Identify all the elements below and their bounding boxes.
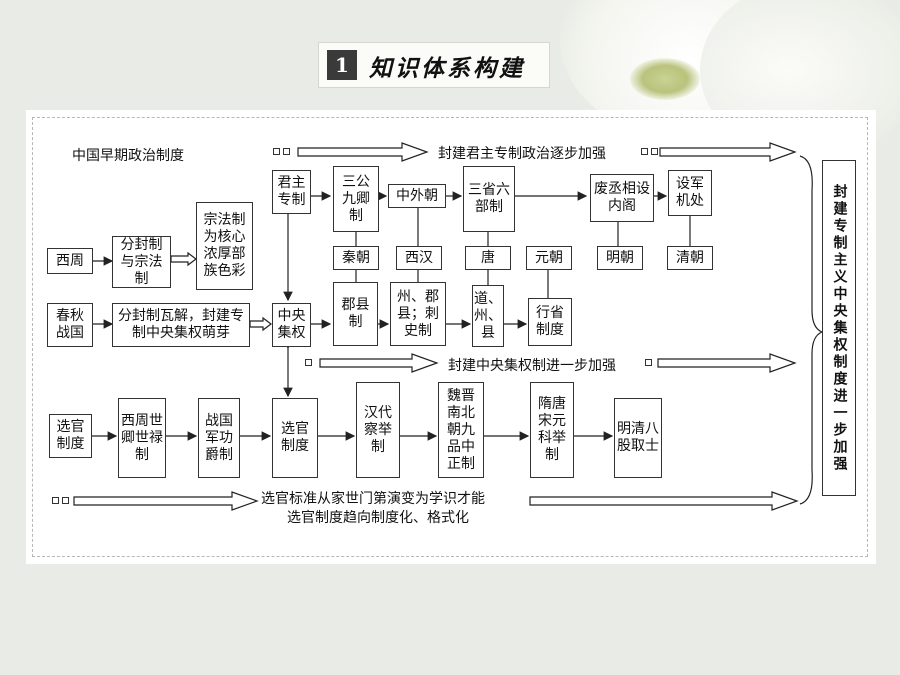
box-dynasty-xihan: 西汉 — [396, 246, 442, 270]
box-fenfeng-wajie: 分封制瓦解，封建专制中央集权萌芽 — [112, 303, 250, 347]
square-marker — [641, 148, 648, 155]
square-marker — [52, 497, 59, 504]
section-title: 知识体系构建 — [369, 55, 525, 82]
early-politics-title: 中国早期政治制度 — [72, 148, 184, 164]
box-xuanguan-zhidu: 选官制度 — [49, 414, 92, 458]
box-xingsheng: 行省制度 — [528, 298, 572, 346]
square-marker — [62, 497, 69, 504]
box-zhongyang-jiquan: 中央集权 — [272, 303, 311, 347]
middle-hollow-arrow — [319, 353, 439, 373]
square-marker — [273, 148, 280, 155]
top-arrow-label: 封建君主专制政治逐步加强 — [438, 146, 606, 162]
box-dynasty-qin: 秦朝 — [333, 246, 379, 270]
box-dynasty-yuan: 元朝 — [526, 246, 572, 270]
box-feicheng-neige: 废丞相设内阁 — [590, 174, 654, 222]
box-keju: 隋唐宋元科举制 — [530, 382, 574, 478]
diagram-border — [32, 117, 868, 557]
background-flower-center — [630, 58, 700, 100]
box-junxianzhi: 郡县制 — [333, 282, 378, 346]
box-bagu: 明清八股取士 — [614, 398, 662, 478]
box-xizhou: 西周 — [47, 248, 93, 274]
square-marker — [305, 359, 312, 366]
bottom-arrow-label-1: 选官标准从家世门第演变为学识才能 — [261, 491, 485, 507]
box-sansheng-liubu: 三省六部制 — [463, 166, 515, 232]
section-number: 1 — [327, 50, 357, 80]
middle-hollow-arrow-right — [657, 353, 797, 373]
square-marker — [645, 359, 652, 366]
square-marker — [651, 148, 658, 155]
box-dao-zhou-xian: 道、州、县 — [472, 285, 504, 347]
box-conclusion: 封建专制主义中央集权制度进一步加强 — [822, 160, 856, 496]
box-chaju: 汉代察举制 — [356, 382, 400, 478]
box-sangong-jiuqing: 三公九卿制 — [333, 166, 379, 232]
square-marker — [283, 148, 290, 155]
box-dynasty-ming: 明朝 — [597, 246, 643, 270]
bottom-hollow-arrow-right — [529, 491, 799, 511]
box-zongfa-core: 宗法制为核心浓厚部族色彩 — [196, 202, 253, 290]
box-zhoujun-cishi: 州、郡县；刺史制 — [390, 282, 446, 346]
box-jiupin-zhongzheng: 魏晋南北朝九品中正制 — [438, 382, 484, 478]
box-dynasty-tang: 唐 — [465, 246, 511, 270]
box-junggong-jue: 战国军功爵制 — [198, 398, 240, 478]
top-hollow-arrow — [297, 142, 429, 162]
box-fenfeng-zongfa: 分封制与宗法制 — [112, 236, 171, 288]
conclusion-text: 封建专制主义中央集权制度进一步加强 — [831, 183, 848, 473]
top-hollow-arrow-right — [659, 142, 797, 162]
bottom-arrow-label-2: 选官制度趋向制度化、格式化 — [287, 510, 469, 526]
middle-arrow-label: 封建中央集权制进一步加强 — [448, 358, 616, 374]
box-junjichu: 设军机处 — [668, 170, 712, 216]
box-chunqiu-zhanguo: 春秋战国 — [47, 303, 93, 347]
box-zhongwaichao: 中外朝 — [388, 184, 446, 208]
bottom-hollow-arrow-left — [73, 491, 259, 511]
box-dynasty-qing: 清朝 — [667, 246, 713, 270]
section-title-banner: 1 知识体系构建 — [318, 42, 550, 88]
box-xuanguan-zhidu-2: 选官制度 — [272, 398, 318, 478]
box-shiqing-shilu: 西周世卿世禄制 — [118, 398, 166, 478]
box-junzhu-zhuanzhi: 君主专制 — [272, 170, 311, 214]
